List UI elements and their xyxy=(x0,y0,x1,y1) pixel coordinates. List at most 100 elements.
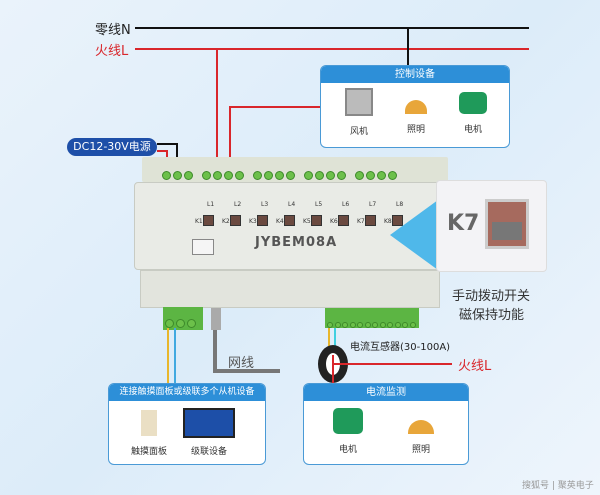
ct-terminal-screw xyxy=(349,322,356,328)
terminal-screw xyxy=(202,171,211,180)
ct-terminal-screw xyxy=(402,322,408,328)
relay-label: K1 xyxy=(195,218,203,225)
terminal-screw xyxy=(388,171,397,180)
cascade-device-label: 级联设备 xyxy=(190,447,227,457)
ct-terminal-screw xyxy=(357,322,363,328)
terminal-screw xyxy=(377,171,386,180)
model-label: JYBEM08A xyxy=(255,235,338,250)
terminal-screw xyxy=(213,171,222,180)
relay-switch-k6[interactable] xyxy=(338,215,349,226)
relay-switch-k4[interactable] xyxy=(284,215,295,226)
fan-item: 风机 xyxy=(339,88,379,137)
network-cable xyxy=(213,330,217,373)
lamp-item: 照明 xyxy=(396,88,436,135)
k7-label: K7 xyxy=(447,211,480,236)
lamp-icon xyxy=(408,420,434,434)
ct-terminal-strip xyxy=(325,308,419,328)
callout-line2: 磁保持功能 xyxy=(459,308,525,323)
current-monitor-title: 电流监测 xyxy=(304,384,468,401)
output-label: L5 xyxy=(315,201,323,208)
relay-label: K8 xyxy=(384,218,392,225)
k7-callout: K7 xyxy=(436,180,547,272)
dc-negative-drop xyxy=(176,143,178,160)
touch-panel-box: 连接触摸面板或级联多个从机设备 触摸面板 级联设备 xyxy=(108,383,266,465)
terminal-screw xyxy=(162,171,171,180)
dc-power-label: DC12-30V电源 xyxy=(67,138,157,156)
cascade-device-item: 级联设备 xyxy=(179,408,239,457)
terminal-screw xyxy=(366,171,375,180)
terminal-screw xyxy=(173,171,182,180)
fan-icon xyxy=(345,88,373,116)
touch-panel-box-title: 连接触摸面板或级联多个从机设备 xyxy=(109,384,265,401)
ct-label: 电流互感器(30-100A) xyxy=(350,342,451,353)
monitor-motor-item: 电机 xyxy=(326,408,370,455)
motor-label: 电机 xyxy=(463,125,482,135)
ct-terminal-screw xyxy=(327,322,333,328)
bus-wire-a xyxy=(167,328,169,383)
relay-label: K5 xyxy=(303,218,311,225)
lamp-label: 照明 xyxy=(406,125,425,135)
terminal-screw xyxy=(337,171,346,180)
terminal-screw xyxy=(355,171,364,180)
ct-terminal-screw xyxy=(334,322,341,328)
load-wire-drop xyxy=(229,106,231,160)
terminal-screw xyxy=(224,171,233,180)
network-cable-horizontal xyxy=(213,369,280,373)
live-drop-wire xyxy=(216,48,218,160)
load-wire xyxy=(229,106,321,108)
motor-icon xyxy=(459,92,487,114)
output-label: L1 xyxy=(207,201,215,208)
control-devices-title: 控制设备 xyxy=(321,66,509,83)
monitor-motor-label: 电机 xyxy=(338,445,357,455)
motor-icon xyxy=(333,408,363,434)
output-label: L7 xyxy=(369,201,377,208)
terminal-screw xyxy=(304,171,313,180)
monitor-lamp-label: 照明 xyxy=(411,445,430,455)
relay-switch-k3[interactable] xyxy=(257,215,268,226)
rs485-terminal xyxy=(163,307,203,330)
ct-live-drop xyxy=(332,355,334,383)
ct-terminal-screw xyxy=(364,322,371,328)
relay-switch-k5[interactable] xyxy=(311,215,322,226)
touch-panel-label: 触摸面板 xyxy=(130,447,167,457)
cascade-device-icon xyxy=(183,408,235,438)
ct-terminal-screw xyxy=(409,322,416,328)
motor-item: 电机 xyxy=(453,88,493,135)
neutral-line xyxy=(135,27,529,29)
relay-switch-k7[interactable] xyxy=(365,215,376,226)
dc-positive-drop xyxy=(166,150,168,160)
relay-label: K7 xyxy=(357,218,365,225)
ct-terminal-screw xyxy=(372,322,378,328)
rj45-plug xyxy=(211,308,221,330)
live-line-label: 火线L xyxy=(95,44,129,59)
neutral-line-label: 零线N xyxy=(95,23,131,38)
relay-switch-k2[interactable] xyxy=(230,215,241,226)
terminal-screw xyxy=(184,171,193,180)
output-label: L4 xyxy=(288,201,296,208)
ct-wire-a xyxy=(328,328,330,348)
callout-line1: 手动拨动开关 xyxy=(452,289,531,304)
fan-label: 风机 xyxy=(349,127,368,137)
output-label: L3 xyxy=(261,201,269,208)
watermark: 搜狐号 | 聚英电子 xyxy=(522,481,594,491)
relay-label: K3 xyxy=(249,218,257,225)
relay-switch-k1[interactable] xyxy=(203,215,214,226)
dc-positive-wire xyxy=(157,150,168,152)
ethernet-port[interactable] xyxy=(192,239,214,255)
ct-live-wire xyxy=(334,363,452,365)
ct-terminal-screw xyxy=(379,322,386,328)
callout-pointer xyxy=(390,200,438,270)
terminal-screw xyxy=(235,171,244,180)
ct-live-label: 火线L xyxy=(458,359,492,374)
live-line xyxy=(135,48,529,50)
relay-label: K4 xyxy=(276,218,284,225)
terminal-screw xyxy=(253,171,262,180)
touch-panel-icon xyxy=(141,410,157,436)
module-lower-housing xyxy=(140,270,440,308)
ct-terminal-screw xyxy=(387,322,393,328)
monitor-lamp-item: 照明 xyxy=(399,408,443,455)
current-monitor-box: 电流监测 电机 照明 xyxy=(303,383,469,465)
output-label: L2 xyxy=(234,201,242,208)
neutral-drop-wire xyxy=(407,27,409,65)
terminal-screw xyxy=(275,171,284,180)
